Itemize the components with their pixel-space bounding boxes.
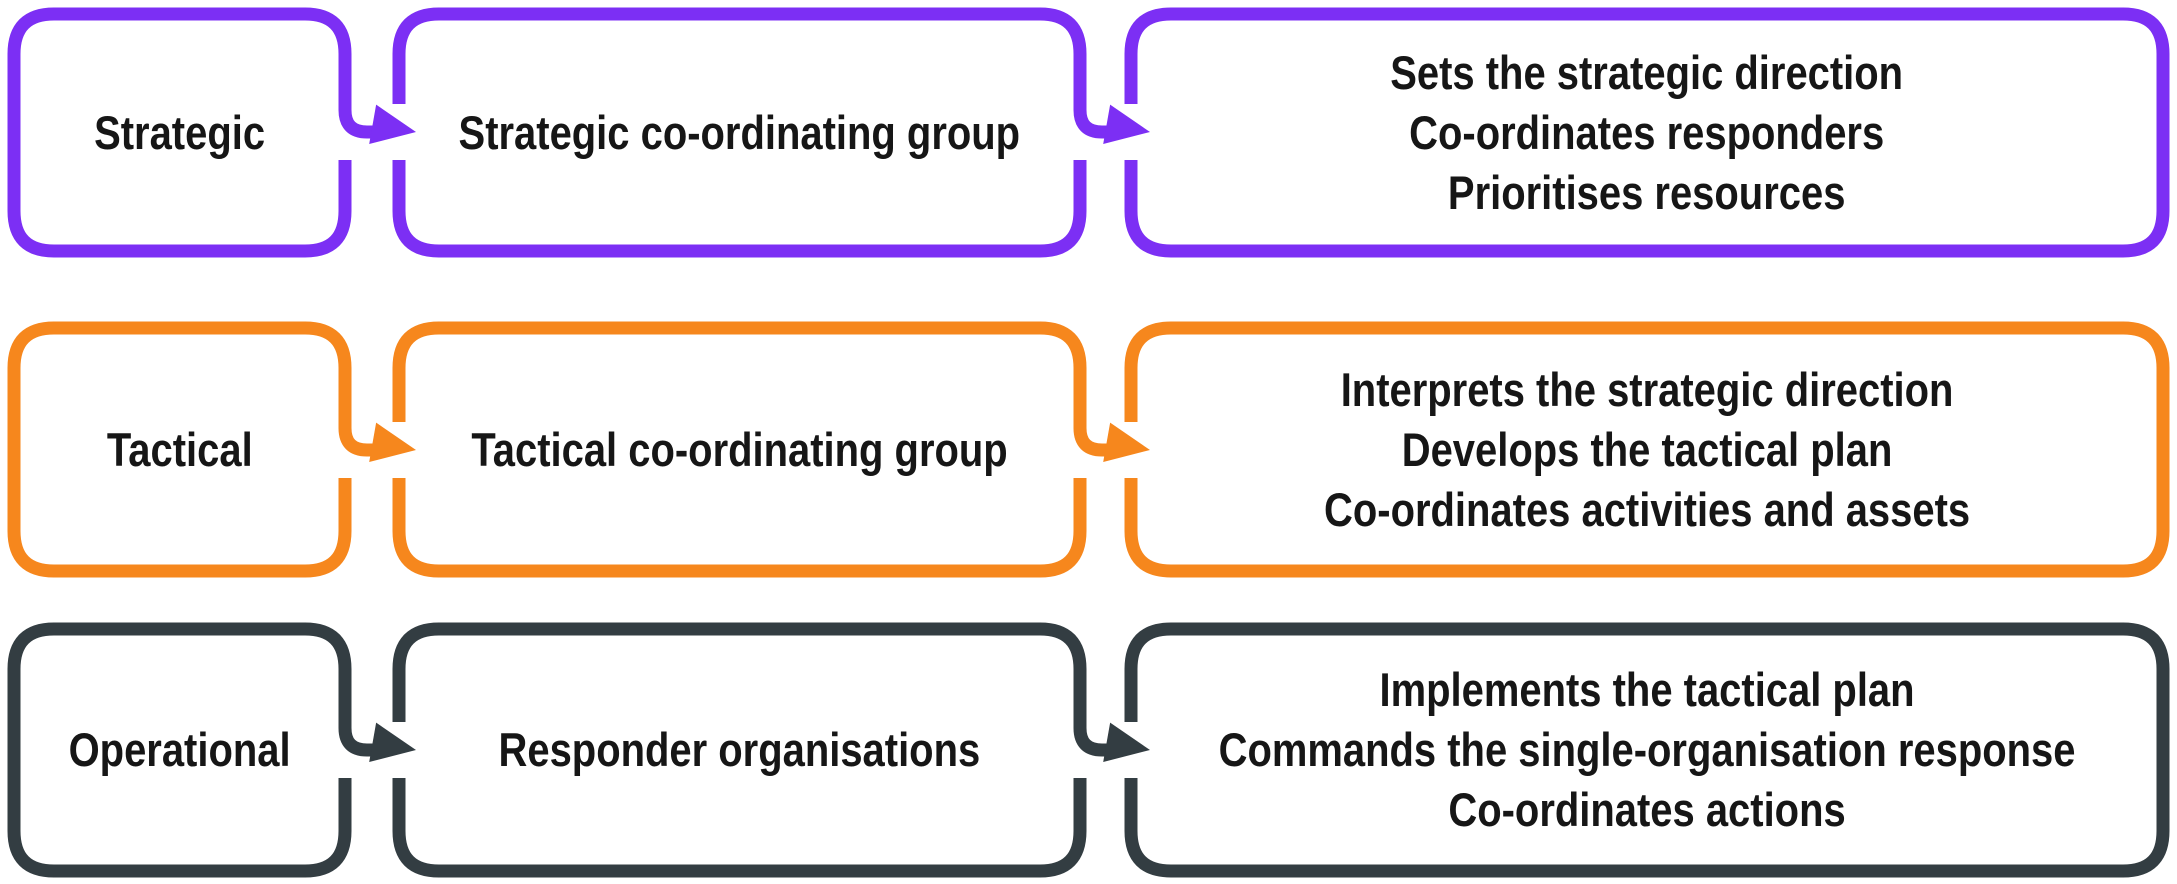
tactical-functions-box-outline: [1124, 321, 2170, 578]
tactical-level-label: Tactical: [106, 422, 253, 476]
operational-group-cell: Responder organisations: [399, 629, 1080, 871]
strategic-arrow-1-icon: [369, 104, 416, 145]
tactical-arrow-2-icon: [1103, 422, 1150, 463]
tactical-functions-cell: Interprets the strategic direction Devel…: [1131, 328, 2163, 571]
strategic-function-1: Sets the strategic direction: [1390, 45, 1904, 99]
operational-group-label: Responder organisations: [498, 723, 981, 776]
strategic-function-3: Prioritises resources: [1448, 165, 1846, 219]
operational-level-label: Operational: [68, 723, 291, 776]
tactical-functions-list: Interprets the strategic direction Devel…: [1324, 360, 1970, 540]
tactical-group-cell: Tactical co-ordinating group: [399, 328, 1080, 571]
strategic-functions-list: Sets the strategic direction Co-ordinate…: [1391, 43, 1904, 223]
tactical-level-box-outline: [7, 321, 386, 578]
strategic-group-box-outline: [392, 7, 1120, 258]
strategic-functions-box-outline: [1124, 7, 2170, 258]
tactical-row-shapes: [7, 321, 2170, 578]
operational-function-1: Implements the tactical plan: [1379, 663, 1915, 716]
strategic-level-label: Strategic: [94, 105, 265, 159]
strategic-row-shapes: [7, 7, 2170, 258]
tactical-function-2: Develops the tactical plan: [1401, 422, 1893, 476]
operational-level-cell: Operational: [14, 629, 345, 871]
tactical-arrow-1-icon: [369, 422, 416, 463]
strategic-function-2: Co-ordinates responders: [1409, 105, 1885, 159]
strategic-level-box-outline: [7, 7, 386, 258]
operational-row-shapes: [7, 622, 2170, 878]
strategic-functions-cell: Sets the strategic direction Co-ordinate…: [1131, 14, 2163, 251]
tactical-group-label: Tactical co-ordinating group: [471, 422, 1008, 476]
operational-functions-cell: Implements the tactical plan Commands th…: [1131, 629, 2163, 871]
operational-functions-box-outline: [1124, 622, 2170, 878]
tactical-group-box-outline: [392, 321, 1120, 578]
operational-function-3: Co-ordinates actions: [1448, 783, 1846, 836]
operational-arrow-2-icon: [1103, 722, 1150, 763]
tactical-function-3: Co-ordinates activities and assets: [1323, 482, 1971, 536]
operational-group-box-outline: [392, 622, 1120, 878]
operational-function-2: Commands the single-organisation respons…: [1218, 723, 2076, 776]
tactical-level-cell: Tactical: [14, 328, 345, 571]
tactical-function-1: Interprets the strategic direction: [1340, 362, 1954, 416]
strategic-level-cell: Strategic: [14, 14, 345, 251]
strategic-group-cell: Strategic co-ordinating group: [399, 14, 1080, 251]
operational-level-box-outline: [7, 622, 386, 878]
operational-functions-list: Implements the tactical plan Commands th…: [1219, 660, 2076, 840]
operational-arrow-1-icon: [369, 722, 416, 763]
strategic-arrow-2-icon: [1103, 104, 1150, 145]
strategic-group-label: Strategic co-ordinating group: [458, 105, 1021, 159]
